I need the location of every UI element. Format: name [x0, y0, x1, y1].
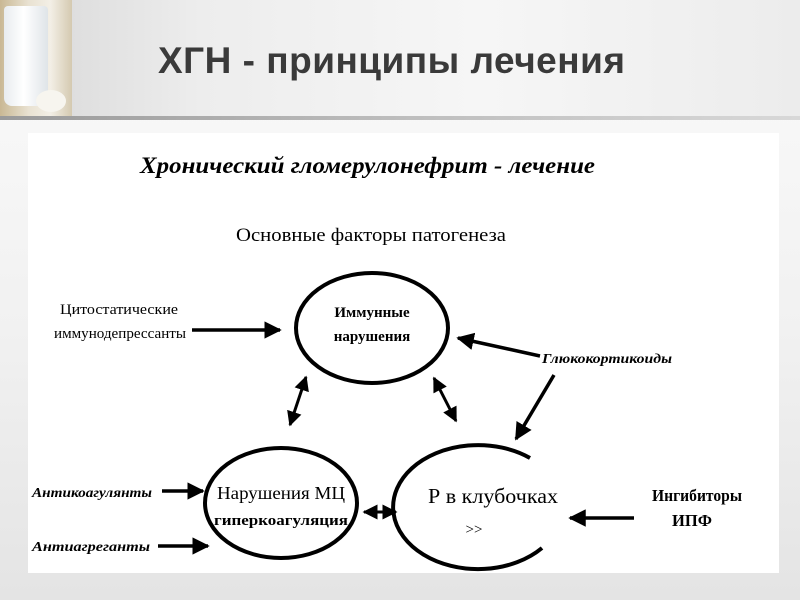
node-immune-label-1: Иммунные: [334, 305, 410, 321]
header-divider: [0, 116, 800, 120]
node-pressure-label-1: Р в клубочках: [428, 484, 559, 508]
node-mc-ellipse: [203, 446, 359, 560]
node-immune-label-2: нарушения: [334, 329, 411, 345]
node-pressure-label-2: >>: [466, 522, 483, 538]
diagram-canvas: Хронический гломерулонефрит - лечение Ос…: [31, 153, 742, 572]
egg-image: [36, 90, 66, 112]
milk-glass-image: [4, 6, 48, 106]
arrow-immune-pressure: [432, 376, 458, 423]
treatment-cytostatics-1: Цитостатические: [60, 302, 178, 318]
treatment-anticoagulants: Антикоагулянты: [31, 486, 152, 501]
milk-photo: [0, 0, 72, 116]
treatment-glucocorticoids: Глюкокортикоиды: [541, 352, 672, 367]
node-mc-label-2: гиперкоагуляция: [214, 513, 348, 529]
treatment-cytostatics-2: иммунодепрессанты: [54, 326, 186, 342]
arrow-glucocorticoids-to-pressure: [514, 374, 556, 441]
arrow-glucocorticoids-to-immune: [456, 332, 541, 358]
slide-header: ХГН - принципы лечения: [0, 0, 800, 120]
diagram-title: Хронический гломерулонефрит - лечение: [139, 153, 595, 178]
treatment-inhibitors-1: Ингибиторы: [652, 486, 742, 505]
diagram-subtitle: Основные факторы патогенеза: [236, 225, 507, 246]
treatment-inhibitors-2: ИПФ: [672, 511, 712, 530]
pathogenesis-diagram: Хронический гломерулонефрит - лечение Ос…: [28, 133, 779, 573]
treatment-antiaggregants: Антиагреганты: [31, 540, 150, 555]
arrow-immune-mc: [287, 375, 309, 427]
node-immune-ellipse: [294, 271, 450, 385]
page-title: ХГН - принципы лечения: [158, 40, 626, 81]
node-mc-label-1: Нарушения МЦ: [217, 483, 345, 503]
